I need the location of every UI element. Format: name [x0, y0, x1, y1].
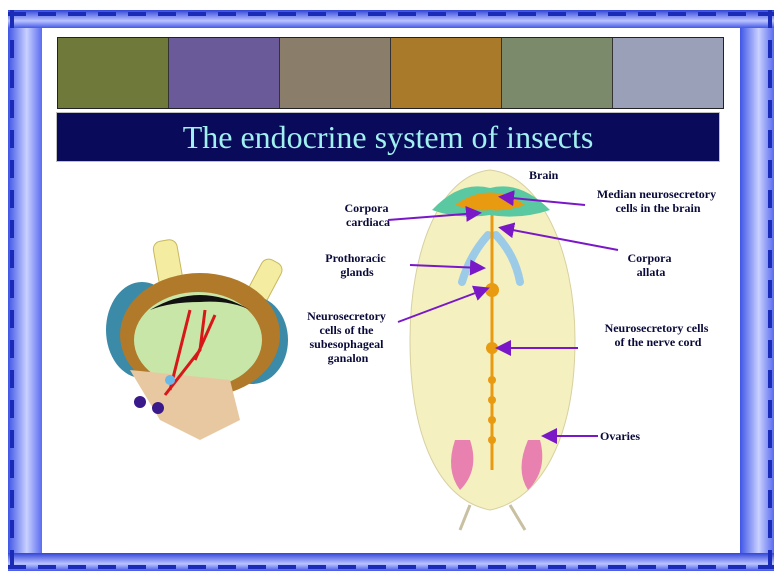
ganglion-4	[488, 396, 496, 404]
prothoracic-left	[458, 231, 492, 286]
cerci	[458, 504, 527, 531]
label-corpora-cardiaca: Corpora cardiaca	[345, 201, 392, 229]
butterfly-photo-icon	[613, 38, 723, 108]
mouthparts	[130, 370, 240, 440]
ganglion-2	[486, 342, 498, 354]
head-interior	[134, 292, 262, 388]
green-beetle-photo-icon	[58, 38, 169, 108]
label-corpora-allata: Corpora allata	[628, 251, 675, 279]
label-median-neurosecretory: Median neurosecretory cells in the brain	[597, 187, 719, 215]
frame-dash-right	[768, 10, 772, 571]
slide-title: The endocrine system of insects	[182, 118, 594, 155]
prothoracic-right	[492, 231, 524, 286]
gland-purple-1	[134, 396, 146, 408]
photo-strip	[57, 37, 724, 109]
ganglion-1	[485, 283, 499, 297]
ganglion-3	[488, 376, 496, 384]
ovary-right	[521, 440, 543, 490]
gland-blue	[165, 375, 175, 385]
frame-dash-left	[10, 10, 14, 571]
ganglion-6	[488, 436, 496, 444]
honeybee-comb-photo-icon	[391, 38, 502, 108]
gland-purple-2	[152, 402, 164, 414]
label-nerve-cord: Neurosecretory cells of the nerve cord	[605, 321, 712, 349]
frame-dash-bottom	[8, 565, 774, 569]
pointer-arrows	[387, 190, 619, 444]
bug-photo-icon	[280, 38, 391, 108]
brain-dark	[150, 295, 250, 310]
bee-on-flower-photo-icon	[169, 38, 280, 108]
insect-head-illustration	[106, 239, 288, 440]
label-subesophageal: Neurosecretory cells of the subesophagea…	[307, 309, 389, 365]
caterpillar-photo-icon	[502, 38, 613, 108]
label-brain: Brain	[529, 168, 559, 182]
label-prothoracic-glands: Prothoracic glands	[325, 251, 388, 279]
ganglion-5	[488, 416, 496, 424]
ovary-left	[451, 440, 474, 490]
title-bar: The endocrine system of insects	[56, 112, 720, 162]
frame-dash-top	[8, 12, 774, 16]
label-ovaries: Ovaries	[600, 429, 640, 443]
insect-body-illustration	[409, 169, 576, 531]
